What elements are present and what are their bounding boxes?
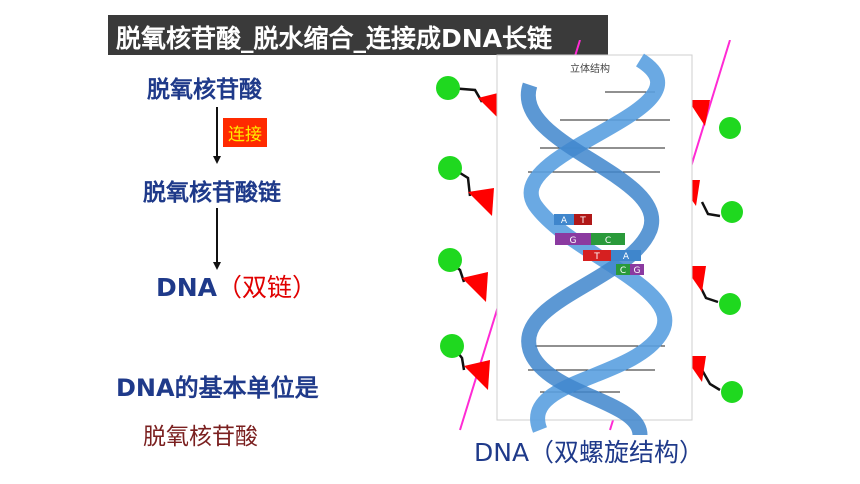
link-badge: 连接: [223, 118, 267, 147]
phosphate-icon: [719, 117, 741, 139]
phosphate-icon: [438, 156, 462, 180]
arrow-line-1: [216, 107, 218, 157]
phosphate-icon: [721, 381, 743, 403]
base-label: C: [605, 236, 611, 246]
sugar-icon: [464, 360, 490, 390]
dna-illustration: A T G C T A C G: [436, 40, 743, 435]
sugar-icon: [478, 92, 502, 120]
phosphate-icon: [721, 201, 743, 223]
base-label: A: [561, 216, 568, 226]
step-dna: DNA（双链）: [156, 268, 317, 304]
base-pair-row: T A: [583, 250, 641, 262]
base-pair-row: C G: [616, 264, 644, 276]
base-label: C: [620, 266, 626, 276]
sugar-icon: [688, 100, 710, 126]
arrow-head-2: [213, 262, 221, 270]
left-nucleotides: [436, 76, 502, 390]
phosphate-icon: [440, 334, 464, 358]
base-label: G: [570, 236, 577, 246]
helix-photo-caption: 立体结构: [570, 64, 610, 75]
sugar-icon: [468, 188, 494, 216]
base-pair-row: A T: [554, 214, 592, 226]
phosphate-icon: [436, 76, 460, 100]
base-label: G: [634, 266, 641, 276]
arrow-line-2: [216, 208, 218, 263]
step-nucleotide: 脱氧核苷酸: [147, 77, 262, 103]
base-label: A: [623, 252, 630, 262]
phosphate-icon: [438, 248, 462, 272]
answer-text: 脱氧核苷酸: [143, 424, 258, 450]
base-label: T: [579, 216, 586, 226]
phosphate-icon: [719, 293, 741, 315]
slide-title: 脱氧核苷酸_脱水缩合_连接成DNA长链: [116, 24, 553, 53]
base-label: T: [593, 252, 600, 262]
sugar-icon: [462, 272, 488, 302]
title-bar: [108, 15, 608, 55]
right-nucleotides: [678, 100, 743, 403]
step-nucleotide-chain: 脱氧核苷酸链: [143, 180, 281, 206]
arrow-head-1: [213, 156, 221, 164]
figure-caption: DNA（双螺旋结构）: [474, 438, 705, 467]
base-pair-row: G C: [555, 233, 625, 246]
helix-strand-2: [520, 82, 660, 435]
step-dna-label: DNA: [156, 273, 218, 302]
question-text: DNA的基本单位是: [116, 374, 319, 402]
step-dna-double-strand: （双链）: [217, 273, 318, 302]
